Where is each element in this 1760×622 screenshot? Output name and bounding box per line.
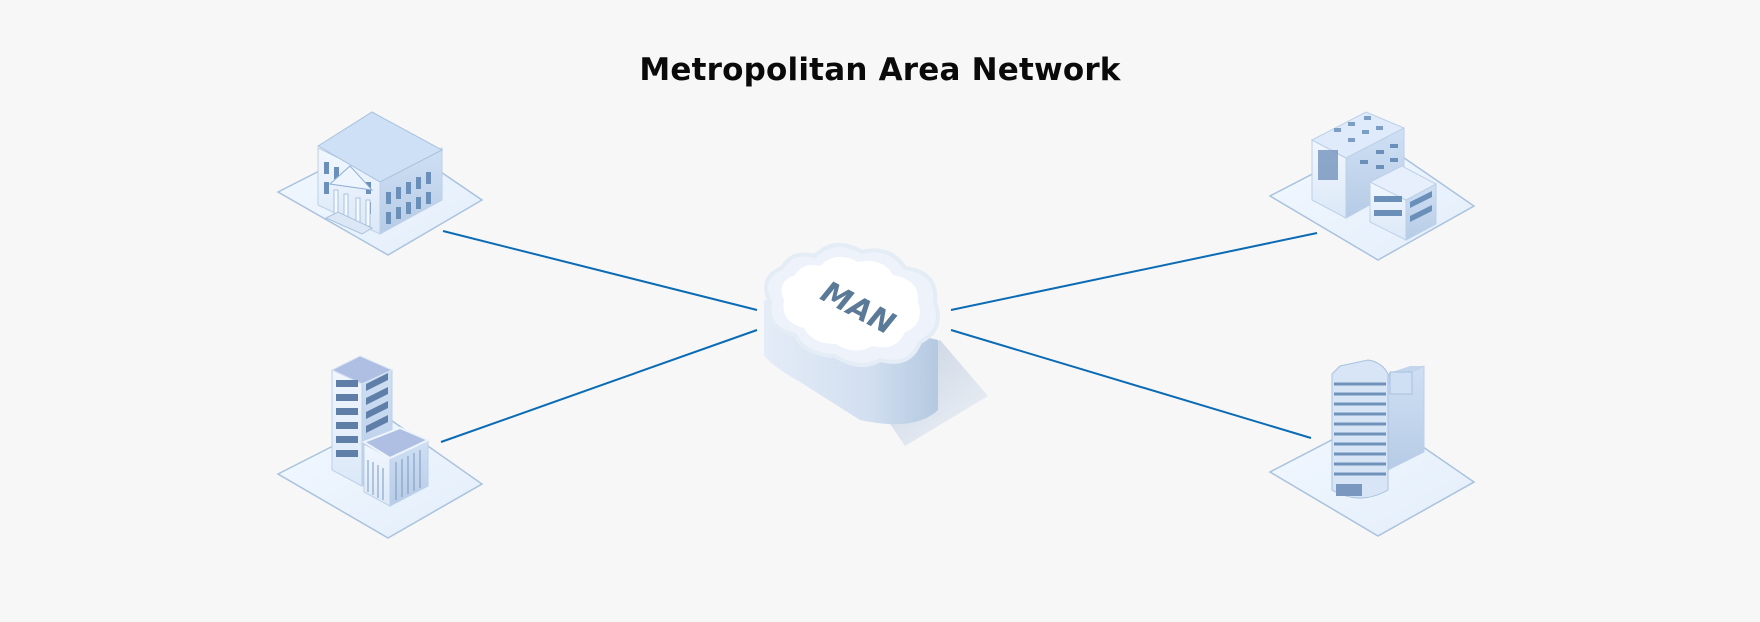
diagram-title: Metropolitan Area Network bbox=[639, 52, 1121, 88]
network-links bbox=[440, 230, 1318, 443]
building-top-right[interactable] bbox=[1268, 111, 1476, 261]
cloud-top bbox=[781, 256, 920, 351]
building-top-left[interactable] bbox=[276, 111, 484, 256]
link-top-left bbox=[442, 230, 758, 311]
link-bottom-left bbox=[440, 329, 758, 443]
building-bottom-left[interactable] bbox=[276, 355, 484, 539]
building-bottom-right[interactable] bbox=[1268, 359, 1476, 537]
man-cloud-hub[interactable]: MAN bbox=[764, 243, 988, 446]
link-top-right bbox=[950, 232, 1318, 311]
link-bottom-right bbox=[950, 329, 1312, 439]
